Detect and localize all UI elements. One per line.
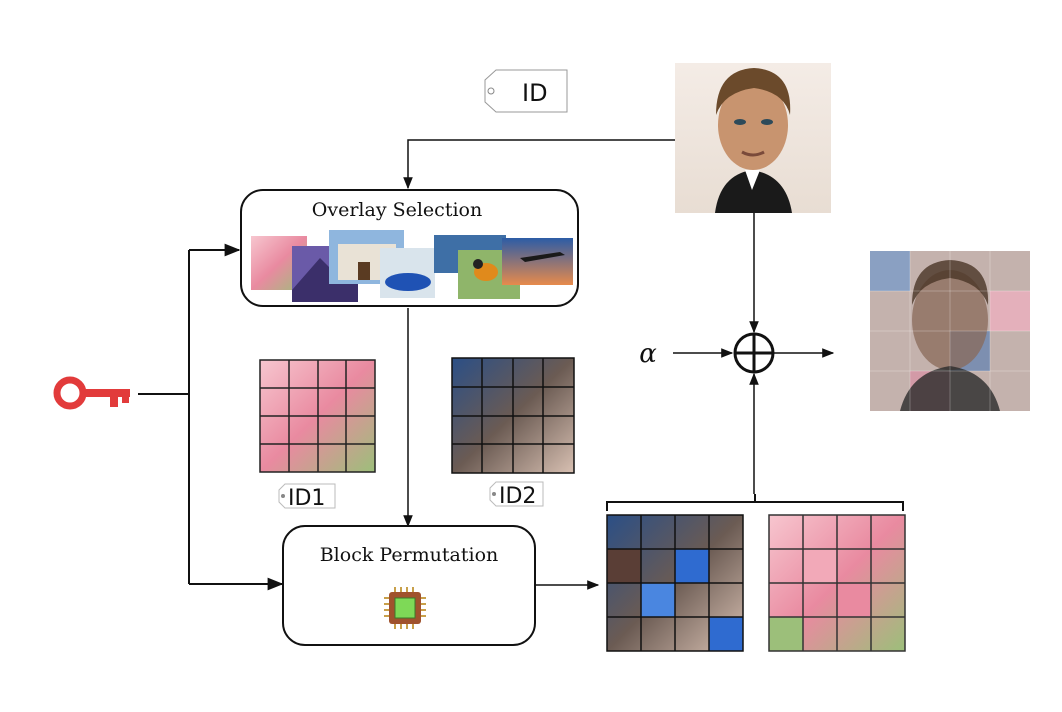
permuted-city-grid: [606, 514, 744, 652]
face-image: [675, 63, 831, 213]
chip-icon: [384, 587, 426, 629]
overlay-selection-title: Overlay Selection: [312, 199, 482, 221]
id1-grid-image: [259, 359, 376, 473]
key-icon: [53, 376, 130, 410]
id1-tag: ID1: [278, 483, 336, 511]
id-tag: ID: [484, 69, 568, 113]
output-blended-face: [870, 251, 1030, 411]
permuted-flower-grid: [768, 514, 906, 652]
airplane-thumbnail: [502, 238, 573, 285]
block-permutation-title: Block Permutation: [320, 544, 499, 566]
block-permutation-box: Block Permutation: [282, 525, 536, 646]
id2-tag: ID2: [489, 481, 544, 509]
alpha-label: α: [639, 339, 657, 369]
id1-label: ID1: [288, 486, 325, 511]
xor-plus-icon: [733, 332, 775, 374]
tag-icon: [487, 87, 495, 95]
id2-grid-image: [451, 357, 575, 474]
id2-label: ID2: [499, 484, 536, 509]
id-tag-label: ID: [522, 79, 548, 107]
overlay-selection-box: Overlay Selection: [240, 189, 579, 307]
output-bracket: [606, 501, 904, 511]
